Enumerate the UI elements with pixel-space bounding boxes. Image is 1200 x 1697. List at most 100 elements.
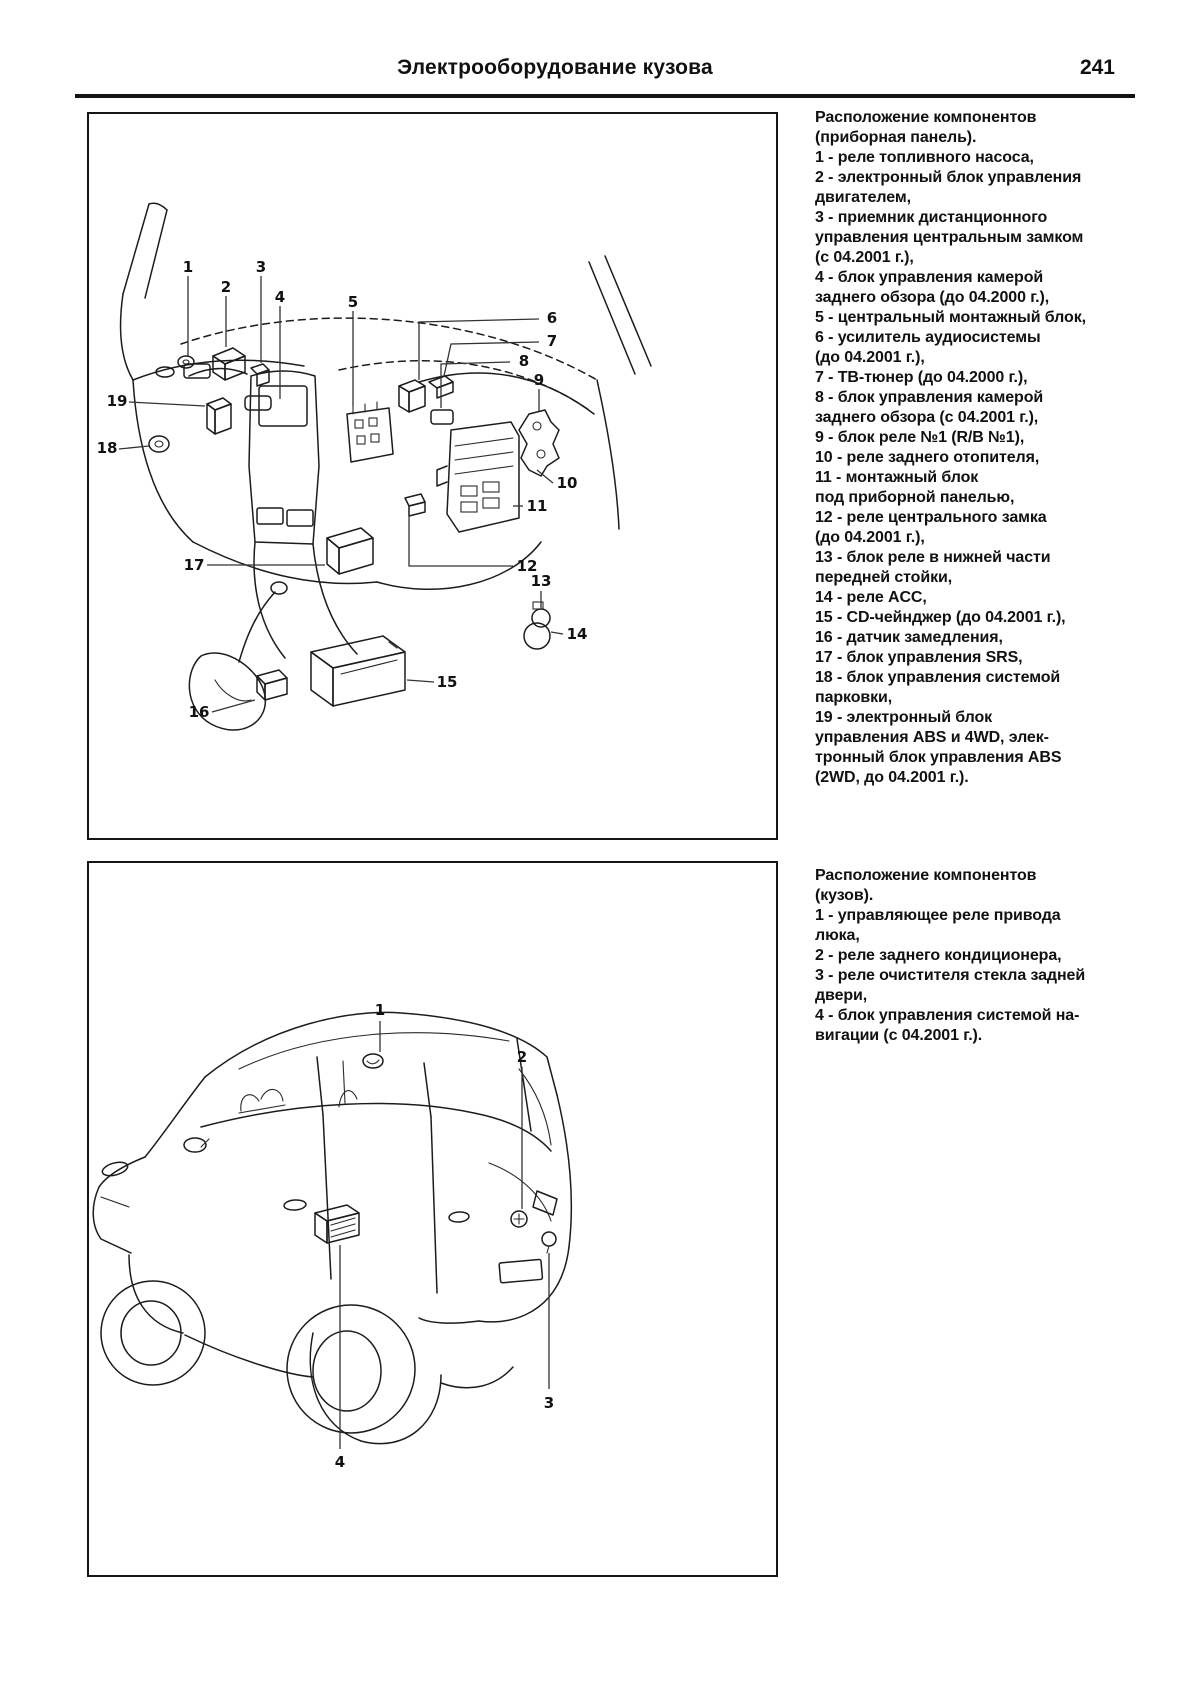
callout-label: 14 bbox=[567, 625, 588, 643]
callout-label: 17 bbox=[184, 556, 205, 574]
callout-label: 2 bbox=[517, 1048, 527, 1066]
callout-label: 2 bbox=[221, 278, 231, 296]
component-remote-lock-receiver bbox=[250, 363, 270, 387]
callout-label: 9 bbox=[534, 371, 544, 389]
component-rear-wiper-relay bbox=[541, 1231, 557, 1254]
component-audio-amplifier bbox=[398, 379, 426, 413]
component-central-lock-relay bbox=[404, 493, 426, 517]
callout-label: 1 bbox=[375, 1001, 385, 1019]
callout-label: 4 bbox=[275, 288, 285, 306]
dashboard-figure-frame: 1 2 3 4 5 6 7 8 9 10 11 12 13 14 15 16 1… bbox=[87, 112, 778, 840]
callout-leader-lines bbox=[118, 276, 564, 713]
callout-label: 5 bbox=[348, 293, 358, 311]
callout-label: 15 bbox=[437, 673, 458, 691]
legend-line: под приборной панелью, bbox=[815, 489, 1015, 506]
legend-line: 9 - блок реле №1 (R/B №1), bbox=[815, 429, 1025, 446]
center-stack bbox=[248, 370, 358, 659]
legend-line: двигателем, bbox=[815, 189, 911, 206]
body-figure-frame: 1 2 3 4 bbox=[87, 861, 778, 1577]
dashboard-outline bbox=[119, 202, 652, 591]
legend-line: Расположение компонентов bbox=[815, 109, 1037, 126]
legend-line: 14 - реле ACC, bbox=[815, 589, 927, 606]
component-pillar-relay-block bbox=[523, 601, 551, 650]
legend-line: двери, bbox=[815, 987, 868, 1004]
legend-line: заднего обзора (до 04.2000 г.), bbox=[815, 289, 1050, 306]
component-under-dash-junction-block bbox=[436, 421, 520, 533]
callout-label: 18 bbox=[97, 439, 118, 457]
car-body-drawing: 1 2 3 4 bbox=[92, 1001, 573, 1471]
legend-line: парковки, bbox=[815, 689, 893, 706]
legend-line: 12 - реле центрального замка bbox=[815, 509, 1047, 526]
component-rear-ac-relay bbox=[510, 1210, 528, 1228]
legend-line: вигации (с 04.2001 г.). bbox=[815, 1027, 983, 1044]
legend-line: 3 - приемник дистанционного bbox=[815, 209, 1048, 226]
legend-line: (кузов). bbox=[815, 887, 874, 904]
legend-line: передней стойки, bbox=[815, 569, 953, 586]
component-deceleration-sensor bbox=[256, 669, 288, 701]
legend-line: 2 - электронный блок управления bbox=[815, 169, 1082, 186]
callout-label: 13 bbox=[531, 572, 552, 590]
legend-line: 3 - реле очистителя стекла задней bbox=[815, 967, 1086, 984]
legend-line: заднего обзора (с 04.2001 г.), bbox=[815, 409, 1039, 426]
page-title: Электрооборудование кузова bbox=[397, 56, 713, 79]
component-parking-assist-unit bbox=[148, 435, 170, 453]
car-outline bbox=[92, 1011, 573, 1445]
legend-body: Расположение компонентов (кузов). 1 - упра… bbox=[815, 866, 1150, 1046]
legend-line: 2 - реле заднего кондиционера, bbox=[815, 947, 1062, 964]
legend-line: 1 - реле топливного насоса, bbox=[815, 149, 1034, 166]
callout-labels: 1 2 3 4 5 6 7 8 9 10 11 12 13 14 15 16 1… bbox=[97, 258, 588, 721]
legend-line: 19 - электронный блок bbox=[815, 709, 993, 726]
callout-label: 1 bbox=[183, 258, 193, 276]
legend-line: 5 - центральный монтажный блок, bbox=[815, 309, 1086, 326]
callout-label: 19 bbox=[107, 392, 128, 410]
component-rear-camera-unit-old bbox=[244, 395, 272, 411]
legend-line: 6 - усилитель аудиосистемы bbox=[815, 329, 1041, 346]
legend-line: управления ABS и 4WD, элек- bbox=[815, 729, 1049, 746]
legend-line: управления центральным замком bbox=[815, 229, 1084, 246]
legend-line: Расположение компонентов bbox=[815, 867, 1037, 884]
legend-line: 10 - реле заднего отопителя, bbox=[815, 449, 1040, 466]
legend-line: 18 - блок управления системой bbox=[815, 669, 1061, 686]
component-rear-camera-unit-new bbox=[430, 409, 454, 425]
callout-label: 7 bbox=[547, 332, 557, 350]
component-fuel-pump-relay bbox=[177, 355, 195, 369]
legend-line: 7 - ТВ-тюнер (до 04.2000 г.), bbox=[815, 369, 1028, 386]
callout-label: 16 bbox=[189, 703, 210, 721]
component-sunroof-relay bbox=[362, 1053, 384, 1069]
callout-label: 12 bbox=[517, 557, 538, 575]
component-navigation-unit bbox=[314, 1204, 360, 1244]
legend-line: 1 - управляющее реле привода bbox=[815, 907, 1061, 924]
callout-label: 3 bbox=[256, 258, 266, 276]
component-central-junction-block bbox=[346, 401, 394, 463]
header-rule bbox=[75, 94, 1135, 98]
legend-line: 13 - блок реле в нижней части bbox=[815, 549, 1051, 566]
legend-dashboard: Расположение компонентов (приборная панел… bbox=[815, 108, 1150, 788]
callout-label: 6 bbox=[547, 309, 557, 327]
legend-line: (приборная панель). bbox=[815, 129, 977, 146]
legend-line: 8 - блок управления камерой bbox=[815, 389, 1044, 406]
callout-label: 4 bbox=[335, 1453, 345, 1471]
interior-sketch bbox=[238, 1060, 358, 1114]
legend-line: 4 - блок управления камерой bbox=[815, 269, 1044, 286]
component-relay-block-1 bbox=[518, 409, 560, 477]
legend-line: (2WD, до 04.2001 г.). bbox=[815, 769, 969, 786]
callout-label: 10 bbox=[557, 474, 578, 492]
callout-label: 8 bbox=[519, 352, 529, 370]
component-engine-ecu bbox=[212, 347, 246, 381]
legend-line: тронный блок управления ABS bbox=[815, 749, 1062, 766]
legend-line: 11 - монтажный блок bbox=[815, 469, 979, 486]
component-srs-unit bbox=[326, 527, 374, 575]
legend-line: (до 04.2001 г.), bbox=[815, 529, 925, 546]
legend-line: (с 04.2001 г.), bbox=[815, 249, 914, 266]
console-shifter bbox=[188, 581, 288, 731]
legend-line: 4 - блок управления системой на- bbox=[815, 1007, 1080, 1024]
page-number: 241 bbox=[1079, 56, 1115, 79]
callout-labels: 1 2 3 4 bbox=[335, 1001, 554, 1471]
component-tv-tuner bbox=[428, 375, 454, 399]
callout-label: 3 bbox=[544, 1394, 554, 1412]
dashboard-drawing: 1 2 3 4 5 6 7 8 9 10 11 12 13 14 15 16 1… bbox=[97, 202, 652, 731]
component-abs-ecu bbox=[206, 397, 232, 435]
callout-leader-lines bbox=[339, 1021, 550, 1449]
legend-line: 15 - CD-чейнджер (до 04.2001 г.), bbox=[815, 609, 1066, 626]
